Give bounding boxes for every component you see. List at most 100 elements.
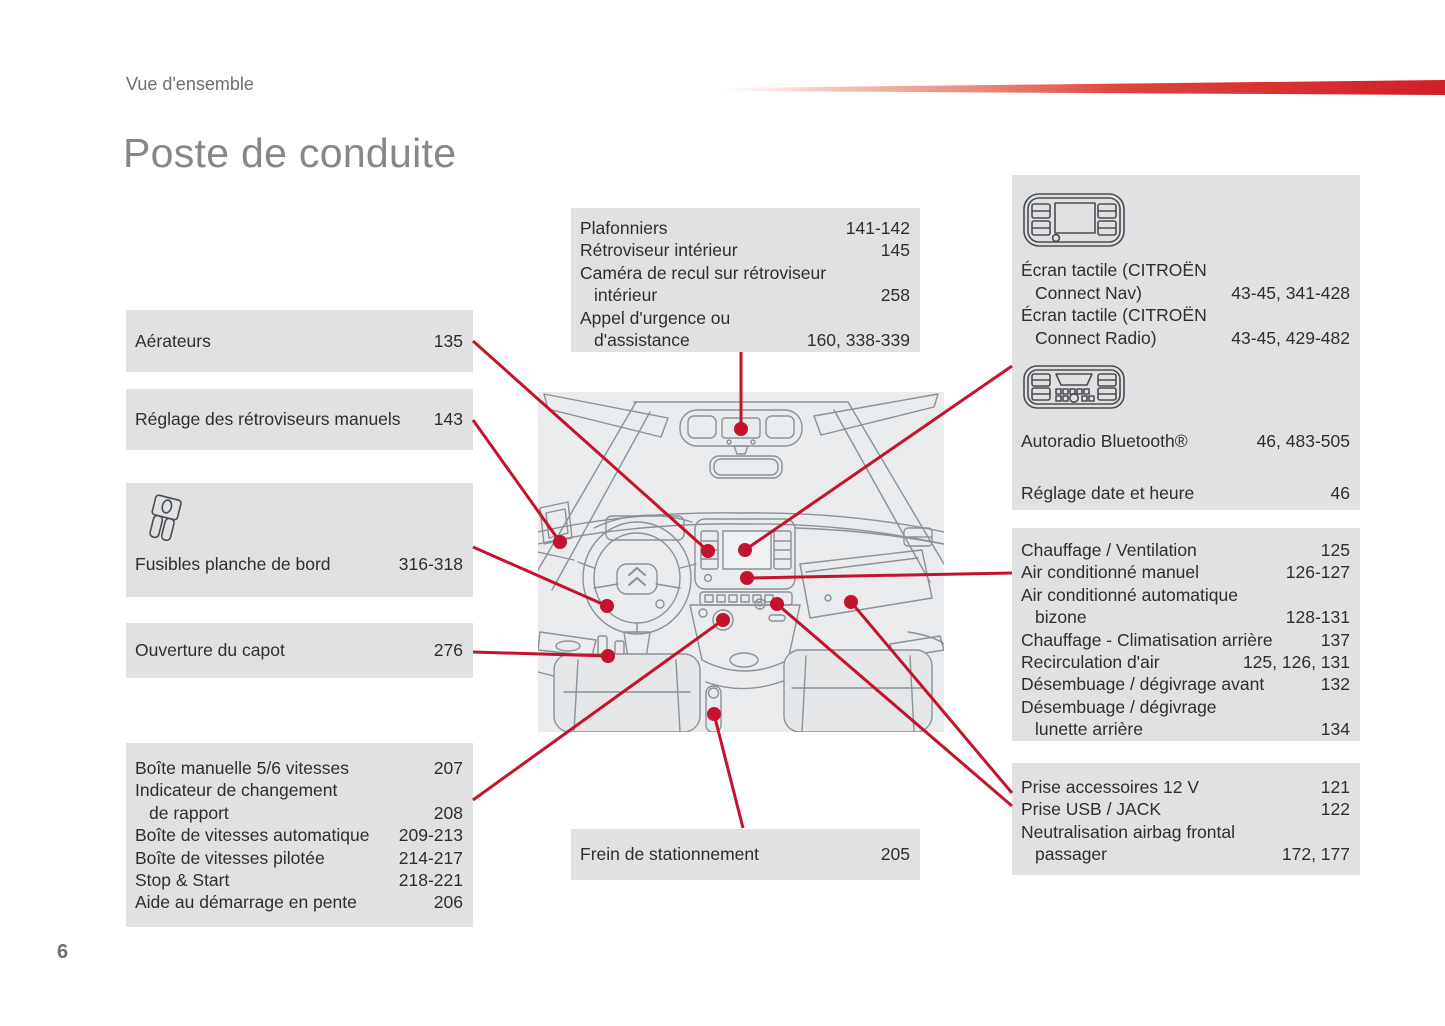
spacer <box>1012 416 1360 430</box>
toc-label: Caméra de recul sur rétroviseur <box>580 262 827 283</box>
toc-row: Désembuage / dégivrage avant 132 <box>1012 673 1360 695</box>
toc-label: Chauffage / Ventilation <box>1021 540 1197 560</box>
toc-label: Appel d'urgence ou <box>580 307 731 328</box>
toc-row: Air conditionné manuel 126-127 <box>1012 561 1360 583</box>
toc-row: Caméra de recul sur rétroviseur <box>571 262 920 284</box>
toc-label: Plafonniers <box>580 218 668 238</box>
callout-aerateurs: Aérateurs 135 <box>126 310 473 372</box>
section-heading: Vue d'ensemble <box>126 74 254 94</box>
toc-pages: 122 <box>1320 799 1350 820</box>
toc-pages: 209-213 <box>398 825 463 846</box>
toc-row: bizone 128-131 <box>1012 606 1360 628</box>
callout-capot: Ouverture du capot 276 <box>126 623 473 678</box>
toc-row: Frein de stationnement 205 <box>571 843 920 865</box>
toc-label: Aide au démarrage en pente <box>135 892 357 913</box>
toc-row: Recirculation d'air 125, 126, 131 <box>1012 651 1360 673</box>
toc-label: Boîte de vitesses automatique <box>135 825 370 846</box>
toc-label: Indicateur de changement <box>135 780 338 801</box>
toc-pages: 316-318 <box>398 554 463 574</box>
toc-pages: 132 <box>1320 674 1350 695</box>
toc-label: Prise accessoires 12 V <box>1021 777 1199 797</box>
toc-label: Autoradio Bluetooth® <box>1021 431 1188 452</box>
toc-row: Aide au démarrage en pente 206 <box>126 891 473 913</box>
dashboard-illustration <box>538 392 944 732</box>
toc-pages: 128-131 <box>1285 607 1350 628</box>
toc-pages: 137 <box>1320 629 1350 650</box>
toc-row: Connect Nav) 43-45, 341-428 <box>1012 282 1360 304</box>
callout-ecran-tactile: Écran tactile (CITROËN Connect Nav) 43-45… <box>1012 175 1360 510</box>
toc-pages: 43-45, 341-428 <box>1231 282 1350 303</box>
toc-label: Ouverture du capot <box>135 640 285 661</box>
toc-label: Recirculation d'air <box>1021 652 1160 673</box>
toc-row: Écran tactile (CITROËN <box>1012 304 1360 326</box>
toc-label: bizone <box>1035 607 1087 628</box>
toc-label: Boîte manuelle 5/6 vitesses <box>135 758 350 778</box>
toc-pages: 207 <box>433 758 463 778</box>
toc-row: Indicateur de changement <box>126 779 473 801</box>
radio-icon <box>1022 363 1360 416</box>
page-number: 6 <box>57 941 69 963</box>
toc-label: intérieur <box>594 285 658 306</box>
toc-pages: 46, 483-505 <box>1256 431 1350 452</box>
toc-pages: 46 <box>1330 482 1350 503</box>
toc-label: Désembuage / dégivrage <box>1021 696 1217 717</box>
toc-row: Appel d'urgence ou <box>571 307 920 329</box>
toc-pages: 126-127 <box>1285 562 1350 583</box>
callout-boite-vitesses: Boîte manuelle 5/6 vitesses 207 Indicateu… <box>126 743 473 927</box>
toc-row: Aérateurs 135 <box>126 330 473 352</box>
callout-plafonniers: Plafonniers 141-142 Rétroviseur intérieur… <box>571 208 920 352</box>
toc-label: Stop & Start <box>135 870 230 891</box>
toc-row: Fusibles planche de bord 316-318 <box>126 553 473 575</box>
toc-label: lunette arrière <box>1035 719 1143 740</box>
toc-label: Air conditionné manuel <box>1021 562 1200 583</box>
callout-fusibles: Fusibles planche de bord 316-318 <box>126 483 473 597</box>
toc-pages: 214-217 <box>398 847 463 868</box>
toc-label: Connect Nav) <box>1035 282 1142 303</box>
toc-row: Réglage des rétroviseurs manuels 143 <box>126 408 473 430</box>
toc-pages: 208 <box>433 802 463 823</box>
toc-pages: 125, 126, 131 <box>1242 652 1350 673</box>
toc-pages: 145 <box>880 240 910 261</box>
toc-label: Écran tactile (CITROËN <box>1021 260 1207 281</box>
page-title: Poste de conduite <box>123 130 457 176</box>
toc-row: d'assistance 160, 338-339 <box>571 329 920 351</box>
toc-pages: 206 <box>433 892 463 913</box>
toc-label: d'assistance <box>594 330 690 351</box>
toc-row: passager 172, 177 <box>1012 843 1360 865</box>
toc-label: passager <box>1035 844 1107 865</box>
toc-label: Désembuage / dégivrage avant <box>1021 674 1265 695</box>
spacer <box>1012 453 1360 482</box>
toc-label: Neutralisation airbag frontal <box>1021 821 1236 842</box>
toc-row: Écran tactile (CITROËN <box>1012 259 1360 281</box>
toc-row: Boîte de vitesses automatique 209-213 <box>126 824 473 846</box>
toc-row: Neutralisation airbag frontal <box>1012 821 1360 843</box>
toc-label: Aérateurs <box>135 330 211 351</box>
fuse-icon <box>136 491 473 547</box>
toc-label: Frein de stationnement <box>580 844 759 865</box>
toc-label: Fusibles planche de bord <box>135 554 331 574</box>
toc-pages: 218-221 <box>398 870 463 891</box>
toc-row: Rétroviseur intérieur 145 <box>571 239 920 261</box>
toc-label: Boîte de vitesses pilotée <box>135 847 325 868</box>
toc-row: Boîte de vitesses pilotée 214-217 <box>126 847 473 869</box>
toc-pages: 172, 177 <box>1281 844 1350 865</box>
toc-pages: 43-45, 429-482 <box>1231 327 1350 348</box>
callout-frein: Frein de stationnement 205 <box>571 829 920 880</box>
toc-label: Air conditionné automatique <box>1021 584 1238 605</box>
toc-label: Rétroviseur intérieur <box>580 240 738 261</box>
toc-pages: 141-142 <box>845 218 910 238</box>
toc-row: Stop & Start 218-221 <box>126 869 473 891</box>
toc-pages: 160, 338-339 <box>806 330 910 351</box>
toc-pages: 205 <box>880 844 910 865</box>
toc-row: Autoradio Bluetooth® 46, 483-505 <box>1012 430 1360 452</box>
toc-pages: 134 <box>1320 719 1350 740</box>
